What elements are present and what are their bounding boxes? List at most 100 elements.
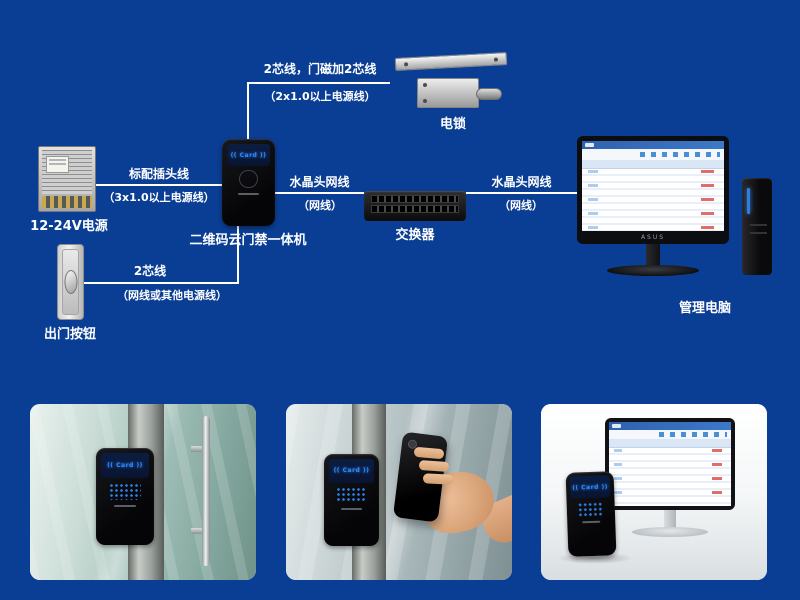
label-exit-wire-spec: （网线或其他电源线）	[117, 289, 227, 302]
label-net2-wire-spec: （网线）	[499, 199, 543, 212]
line-exit-button-vertical	[237, 226, 239, 284]
monitor-stand-base	[632, 527, 708, 537]
monitor-brand-text: ASUS	[640, 234, 666, 241]
label-management-computer: 管理电脑	[678, 301, 731, 316]
monitor-stand-neck	[664, 510, 676, 528]
lock-body	[417, 78, 502, 108]
reader-keypad-glow	[336, 487, 367, 503]
toolbar-icons	[640, 152, 720, 157]
exit-button-panel	[62, 249, 79, 315]
reader-sensor-ring	[239, 170, 258, 189]
monitor-image: ASUS	[577, 136, 729, 276]
sticker-line	[49, 159, 66, 161]
reader-screen-text: (( Card ))	[107, 462, 143, 470]
software-titlebar	[582, 141, 724, 150]
line-switch-to-computer	[466, 192, 577, 194]
software-table-rows	[582, 168, 724, 231]
label-net1-wire: 水晶头网线	[289, 175, 350, 189]
monitor-image	[605, 418, 735, 537]
reader-keypad-glow	[577, 501, 605, 517]
power-supply-sticker	[46, 156, 69, 173]
software-toolbar	[609, 429, 731, 441]
photo-phone-scanning-reader: (( Card ))	[286, 404, 512, 580]
label-lock-wire-spec: （2x1.0以上电源线）	[264, 90, 376, 103]
exit-button-image	[57, 244, 84, 320]
label-electric-lock: 电锁	[439, 117, 466, 132]
monitor-screen	[582, 141, 724, 231]
table-red-column	[711, 448, 723, 505]
screw-dot	[493, 57, 499, 62]
software-table-header	[582, 160, 724, 169]
switch-port-row	[371, 195, 459, 203]
exit-button-key	[64, 270, 77, 294]
person-finger	[418, 459, 450, 473]
label-access-reader: 二维码云门禁一体机	[189, 233, 307, 248]
label-power-wire-spec: （3x1.0以上电源线）	[103, 191, 215, 204]
lock-bolt	[476, 88, 502, 100]
access-reader-image: (( Card ))	[222, 139, 275, 226]
screw-dot	[423, 99, 427, 103]
access-reader-photo: (( Card ))	[324, 454, 379, 546]
access-reader-photo: (( Card ))	[96, 448, 154, 545]
table-blue-column	[613, 448, 623, 505]
table-red-column	[701, 169, 715, 230]
software-titlebar	[609, 422, 731, 430]
reader-screen: (( Card ))	[570, 475, 611, 499]
reader-keypad-glow	[108, 483, 142, 500]
monitor-stand-neck	[646, 244, 660, 266]
pc-tower-image	[742, 178, 772, 275]
handle-standoff	[191, 446, 202, 452]
line-device-to-lock-horizontal	[247, 82, 390, 84]
screw-dot	[403, 62, 409, 67]
software-toolbar	[582, 149, 724, 161]
label-power-supply: 12-24V电源	[30, 219, 108, 234]
reader-screen-text: (( Card ))	[333, 467, 370, 475]
electric-lock-image	[393, 50, 511, 114]
screw-dot	[423, 83, 427, 87]
table-blue-column	[587, 169, 598, 230]
line-device-to-switch	[275, 192, 364, 194]
monitor-screen	[609, 422, 731, 506]
monitor-frame	[577, 136, 729, 231]
sticker-line	[49, 163, 66, 165]
person-finger	[422, 473, 454, 485]
access-reader-photo: (( Card ))	[565, 471, 617, 557]
monitor-bezel: ASUS	[577, 231, 729, 244]
tower-drive-slot	[750, 224, 767, 226]
reader-screen: (( Card ))	[101, 453, 149, 479]
network-switch-image	[364, 191, 466, 221]
line-device-to-lock-vertical	[247, 82, 249, 139]
label-power-wire: 标配插头线	[128, 167, 189, 181]
reader-screen: (( Card ))	[328, 458, 375, 483]
software-logo	[612, 423, 621, 428]
reader-screen: (( Card ))	[226, 143, 271, 167]
handle-standoff	[191, 528, 202, 534]
line-exit-button-horizontal	[84, 282, 239, 284]
reader-brand-mark	[341, 507, 362, 510]
reader-brand-mark	[582, 520, 601, 523]
monitor-frame	[605, 418, 735, 510]
photo-software-and-device: (( Card ))	[541, 404, 767, 580]
software-table-rows	[609, 448, 731, 506]
label-net2-wire: 水晶头网线	[491, 175, 552, 189]
label-lock-wire: 2芯线，门磁加2芯线	[263, 62, 377, 76]
lock-strike-plate	[394, 52, 508, 71]
door-handle	[191, 416, 210, 566]
software-table-header	[609, 440, 731, 448]
label-exit-wire: 2芯线	[133, 264, 167, 278]
toolbar-icons	[659, 432, 728, 437]
reader-screen-text: (( Card ))	[230, 151, 267, 159]
tower-drive-slot	[750, 232, 767, 234]
power-supply-image	[38, 146, 96, 212]
power-supply-terminals	[42, 196, 92, 208]
reader-brand-mark	[113, 504, 137, 507]
reader-screen-text: (( Card ))	[572, 483, 609, 492]
line-power-to-device	[96, 184, 222, 186]
software-logo	[585, 143, 594, 148]
tower-led-strip	[747, 188, 750, 214]
label-network-switch: 交换器	[395, 228, 435, 243]
photo-reader-on-glass-door: (( Card ))	[30, 404, 256, 580]
reader-brand-mark	[238, 192, 259, 195]
label-exit-button: 出门按钮	[43, 327, 96, 342]
